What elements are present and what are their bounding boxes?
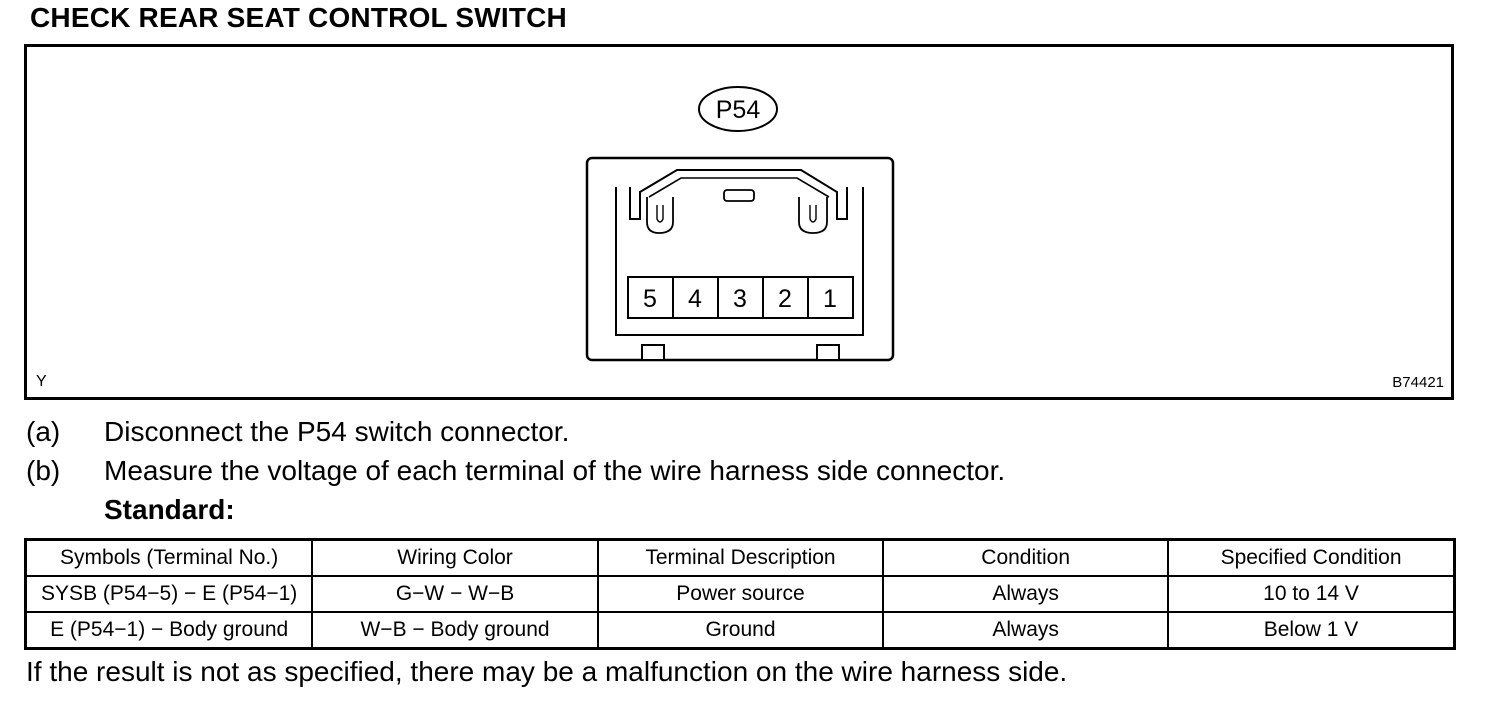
connector-cavity <box>615 187 864 336</box>
step-label: (b) <box>26 455 61 486</box>
terminal-number: 4 <box>688 285 702 313</box>
table-cell: G−W − W−B <box>311 575 599 613</box>
connector-bottom-tab-right <box>816 344 840 361</box>
step-a: (a) Disconnect the P54 switch connector. <box>26 416 569 448</box>
table-cell: Ground <box>596 611 885 650</box>
table-row: SYSB (P54−5) − E (P54−1) G−W − W−B Power… <box>24 575 1457 613</box>
column-header-wiring-color: Wiring Color <box>311 538 599 577</box>
table-cell: W−B − Body ground <box>311 611 599 650</box>
column-header-symbols: Symbols (Terminal No.) <box>24 538 314 577</box>
connector-figure: P54 5 4 3 2 1 Y B74421 <box>24 44 1454 400</box>
connector-bottom-tab-left <box>641 344 665 361</box>
column-header-specified-condition: Specified Condition <box>1167 538 1457 577</box>
table-cell: Power source <box>596 575 885 613</box>
standard-heading: Standard: <box>104 494 235 525</box>
step-label: (a) <box>26 416 61 447</box>
column-header-condition: Condition <box>882 538 1170 577</box>
step-text: Measure the voltage of each terminal of … <box>104 455 1006 486</box>
table-row: E (P54−1) − Body ground W−B − Body groun… <box>24 611 1457 650</box>
table-cell: SYSB (P54−5) − E (P54−1) <box>24 575 314 613</box>
connector-label: P54 <box>716 96 761 124</box>
terminal-number: 5 <box>643 285 657 313</box>
step-text: Disconnect the P54 switch connector. <box>104 416 570 447</box>
step-b: (b) Measure the voltage of each terminal … <box>26 455 1005 487</box>
connector-latch <box>629 169 848 220</box>
terminal-number: 3 <box>733 285 747 313</box>
figure-left-code: Y <box>36 373 47 390</box>
terminal-number: 2 <box>778 285 792 313</box>
specification-table: Symbols (Terminal No.) Wiring Color Term… <box>24 538 1457 650</box>
page-title: CHECK REAR SEAT CONTROL SWITCH <box>30 2 567 33</box>
table-cell: 10 to 14 V <box>1167 575 1457 613</box>
table-header-row: Symbols (Terminal No.) Wiring Color Term… <box>24 538 1457 577</box>
table-cell: Always <box>882 575 1170 613</box>
table-cell: Always <box>882 611 1170 650</box>
table-cell: E (P54−1) − Body ground <box>24 611 314 650</box>
figure-id-code: B74421 <box>1392 374 1444 391</box>
connector-label-ellipse <box>698 86 778 132</box>
table-cell: Below 1 V <box>1167 611 1457 650</box>
column-header-terminal-description: Terminal Description <box>596 538 885 577</box>
connector-diagram: P54 5 4 3 2 1 <box>585 86 895 362</box>
terminal-block: 5 4 3 2 1 <box>627 276 854 319</box>
terminal-number: 1 <box>823 285 837 313</box>
result-note: If the result is not as specified, there… <box>26 656 1068 687</box>
